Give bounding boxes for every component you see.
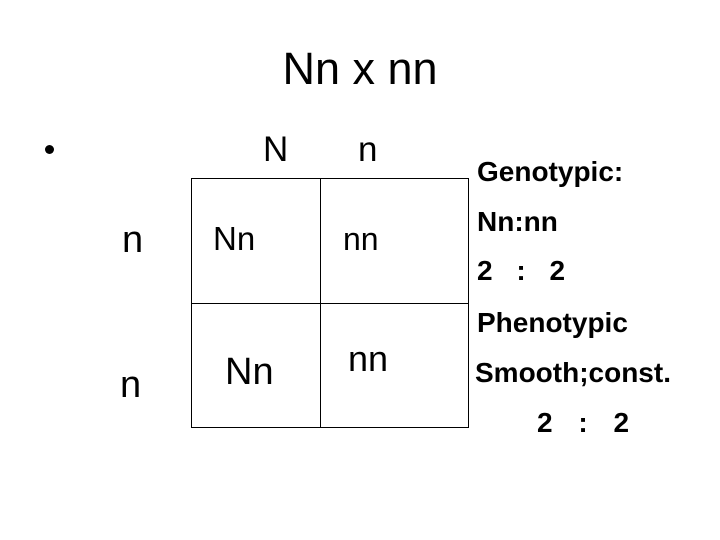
punnett-cell-top-right: nn bbox=[343, 221, 379, 257]
bullet-icon bbox=[45, 145, 54, 154]
punnett-col-header-2: n bbox=[358, 130, 378, 169]
punnett-cell-bottom-left: Nn bbox=[225, 351, 274, 393]
punnett-cell-top-left: Nn bbox=[213, 220, 256, 257]
punnett-row-header-1: n bbox=[122, 219, 144, 261]
phenotypic-trait: Smooth;const. bbox=[475, 357, 671, 388]
slide-title: Nn x nn bbox=[282, 43, 438, 94]
genotypic-ratio: 2 : 2 bbox=[477, 255, 566, 286]
punnett-cell-bottom-right: nn bbox=[348, 338, 389, 379]
punnett-col-header-1: N bbox=[263, 130, 289, 169]
genotypic-pair: Nn:nn bbox=[477, 206, 558, 237]
grid-horizontal-line bbox=[192, 302, 468, 304]
punnett-grid bbox=[191, 178, 469, 428]
punnett-row-header-2: n bbox=[120, 364, 142, 406]
phenotypic-label: Phenotypic bbox=[477, 307, 628, 338]
genotypic-label: Genotypic: bbox=[477, 156, 624, 187]
phenotypic-ratio: 2 : 2 bbox=[537, 407, 630, 438]
